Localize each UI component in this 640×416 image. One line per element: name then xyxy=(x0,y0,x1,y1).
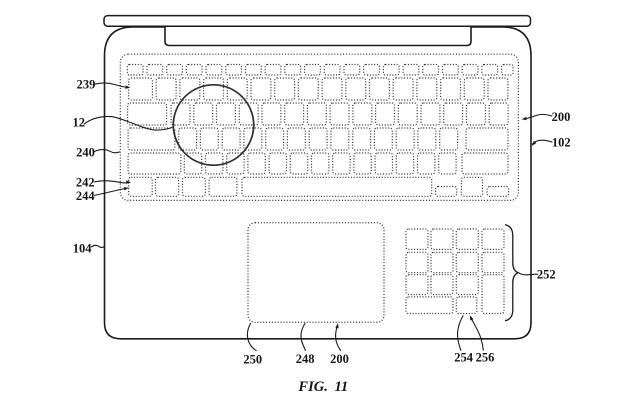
svg-text:12: 12 xyxy=(73,116,86,130)
svg-text:252: 252 xyxy=(537,268,556,282)
svg-text:240: 240 xyxy=(76,145,95,159)
svg-text:104: 104 xyxy=(73,241,93,255)
svg-text:248: 248 xyxy=(296,352,315,366)
svg-text:244: 244 xyxy=(76,189,96,203)
svg-text:FIG. 11: FIG. 11 xyxy=(297,379,348,395)
svg-text:200: 200 xyxy=(330,352,349,366)
svg-text:239: 239 xyxy=(77,77,96,91)
svg-text:102: 102 xyxy=(552,135,571,149)
svg-text:256: 256 xyxy=(476,350,495,364)
svg-text:250: 250 xyxy=(243,353,262,367)
svg-text:254: 254 xyxy=(454,350,474,364)
svg-text:242: 242 xyxy=(76,175,95,189)
svg-text:200: 200 xyxy=(552,110,571,124)
